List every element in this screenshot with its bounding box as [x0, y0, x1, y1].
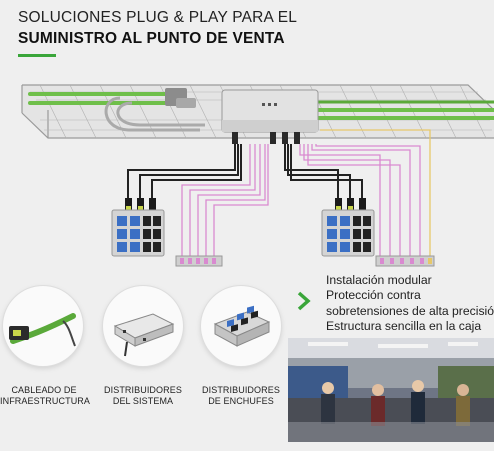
product-circle-socket-distributor [201, 286, 281, 366]
caption-socket-line2: DE ENCHUFES [208, 396, 274, 406]
plug-heads [232, 132, 300, 144]
socket-distributor-left [111, 209, 165, 257]
feature-item: Instalación modular [326, 273, 432, 287]
caption-infrastructure-line1: CABLEADO DE [11, 385, 77, 395]
caption-socket-distributor: DISTRIBUIDORES DE ENCHUFES [196, 385, 286, 407]
feature-item: Estructura sencilla en la caja [326, 318, 482, 333]
terminal-strip-right [375, 255, 435, 267]
socket-distributor-icon [213, 305, 271, 347]
caption-system-line1: DISTRIBUIDORES [104, 385, 182, 395]
caption-system-distributor: DISTRIBUIDORES DEL SISTEMA [98, 385, 188, 407]
caption-system-line2: DEL SISTEMA [112, 396, 174, 406]
caption-socket-line1: DISTRIBUIDORES [202, 385, 280, 395]
supermarket-photo [288, 338, 494, 442]
green-trunk-cables [28, 92, 494, 120]
feature-item: Protección contra [326, 288, 421, 303]
black-cables-right [284, 144, 363, 210]
system-distributor-box [221, 89, 319, 133]
page-title-line2: SUMINISTRO AL PUNTO DE VENTA [18, 30, 285, 47]
infrastructure-cable-icon [9, 313, 76, 347]
feature-list: Instalación modular Protección contra so… [326, 273, 494, 334]
grey-cable-loops [104, 96, 205, 132]
socket-distributor-right [321, 209, 375, 257]
system-distributor-icon [113, 313, 175, 357]
black-cables-left [127, 144, 242, 210]
caption-infrastructure-line2: INFRAESTRUCTURA [0, 396, 91, 406]
title-underline [18, 54, 56, 57]
pink-cables-right [299, 144, 421, 258]
page-title-line1: SOLUCIONES PLUG & PLAY PARA EL [18, 9, 298, 26]
product-circle-infrastructure [3, 286, 83, 366]
installation-illustration [21, 84, 494, 267]
feature-item: sobretensiones de alta precisión [326, 303, 494, 318]
chevron-right-icon [297, 291, 311, 311]
terminal-strip-left [175, 255, 223, 267]
pink-cables-left [181, 144, 269, 258]
caption-infrastructure: CABLEADO DE INFRAESTRUCTURA [0, 385, 91, 407]
product-circle-system-distributor [103, 286, 183, 366]
